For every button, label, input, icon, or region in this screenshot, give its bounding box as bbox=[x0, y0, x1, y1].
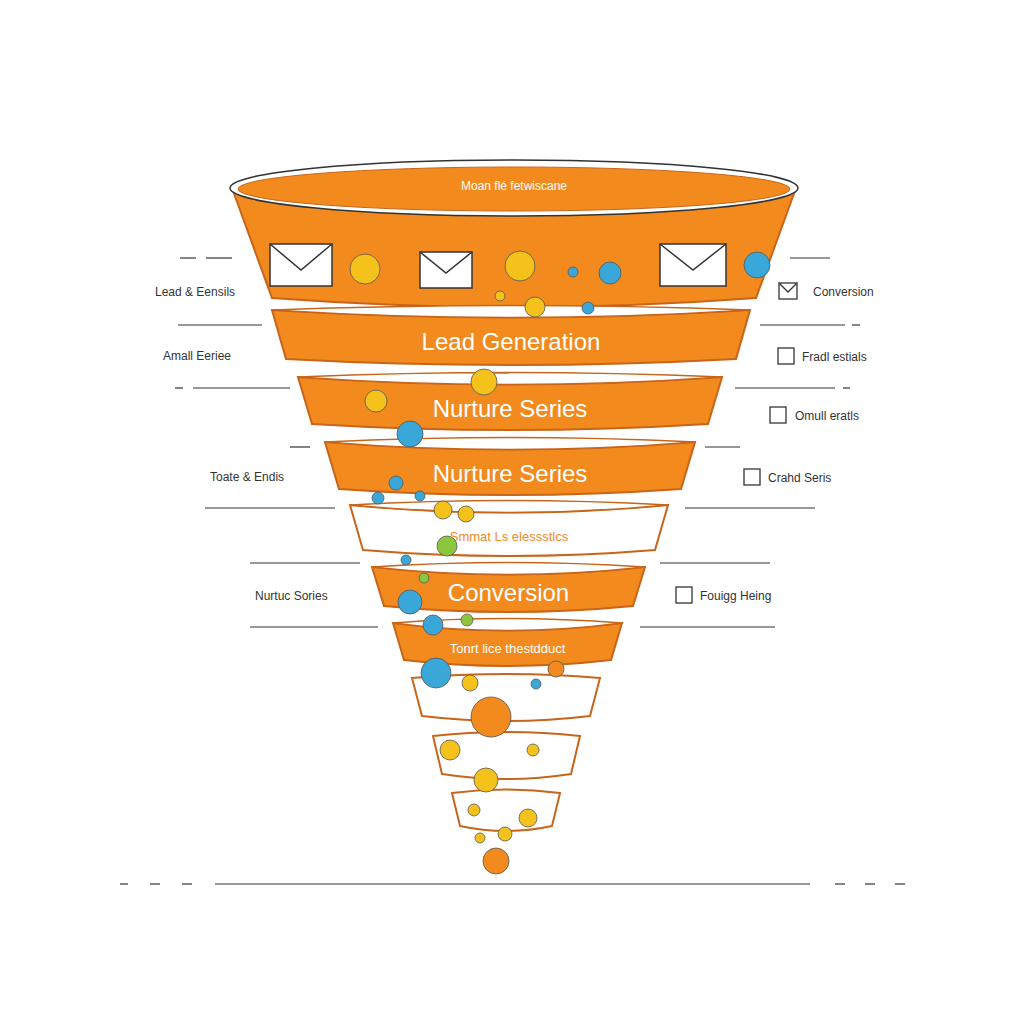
side-label: Fradl estials bbox=[802, 350, 867, 364]
funnel-stage: Tonrt lice thestdduct bbox=[393, 618, 622, 668]
band-lip bbox=[272, 306, 750, 318]
stage-label: Lead Generation bbox=[272, 329, 750, 355]
side-label: Amall Eeriee bbox=[163, 349, 231, 363]
funnel-stage: Smmat Ls elessstlcs bbox=[350, 500, 668, 558]
stage-label: Smmat Ls elessstlcs bbox=[350, 530, 668, 544]
side-label: Omull eratls bbox=[795, 409, 859, 423]
funnel-stage: Lead Generation bbox=[272, 305, 750, 367]
funnel-stage: Nurture Series bbox=[325, 437, 695, 497]
leader-lines bbox=[120, 258, 905, 884]
band-lip bbox=[298, 373, 722, 385]
stage-label: Nurture Series bbox=[298, 396, 722, 422]
stage-label: Conversion bbox=[372, 580, 645, 606]
stage-label: Moan flé fetwiscane bbox=[228, 180, 800, 193]
side-label: Nurtuc Sories bbox=[255, 589, 328, 603]
side-label: Conversion bbox=[813, 285, 874, 299]
band-lip bbox=[350, 501, 668, 513]
funnel-stage: Nurture Series bbox=[298, 372, 722, 432]
band-lip bbox=[372, 563, 645, 575]
lower-rings bbox=[412, 674, 600, 831]
stage-label: Tonrt lice thestdduct bbox=[393, 642, 622, 656]
stage-label: Nurture Series bbox=[325, 461, 695, 487]
funnel-stage: Conversion bbox=[372, 562, 645, 614]
funnel-stage: Moan flé fetwiscane bbox=[228, 158, 800, 308]
side-label: Crahd Seris bbox=[768, 471, 831, 485]
side-label: Fouigg Heing bbox=[700, 589, 771, 603]
band-lip bbox=[393, 619, 622, 631]
side-label: Lead & Eensils bbox=[155, 285, 235, 299]
stage-outline bbox=[350, 500, 668, 558]
band-lip bbox=[325, 438, 695, 450]
side-label: Toate & Endis bbox=[210, 470, 284, 484]
